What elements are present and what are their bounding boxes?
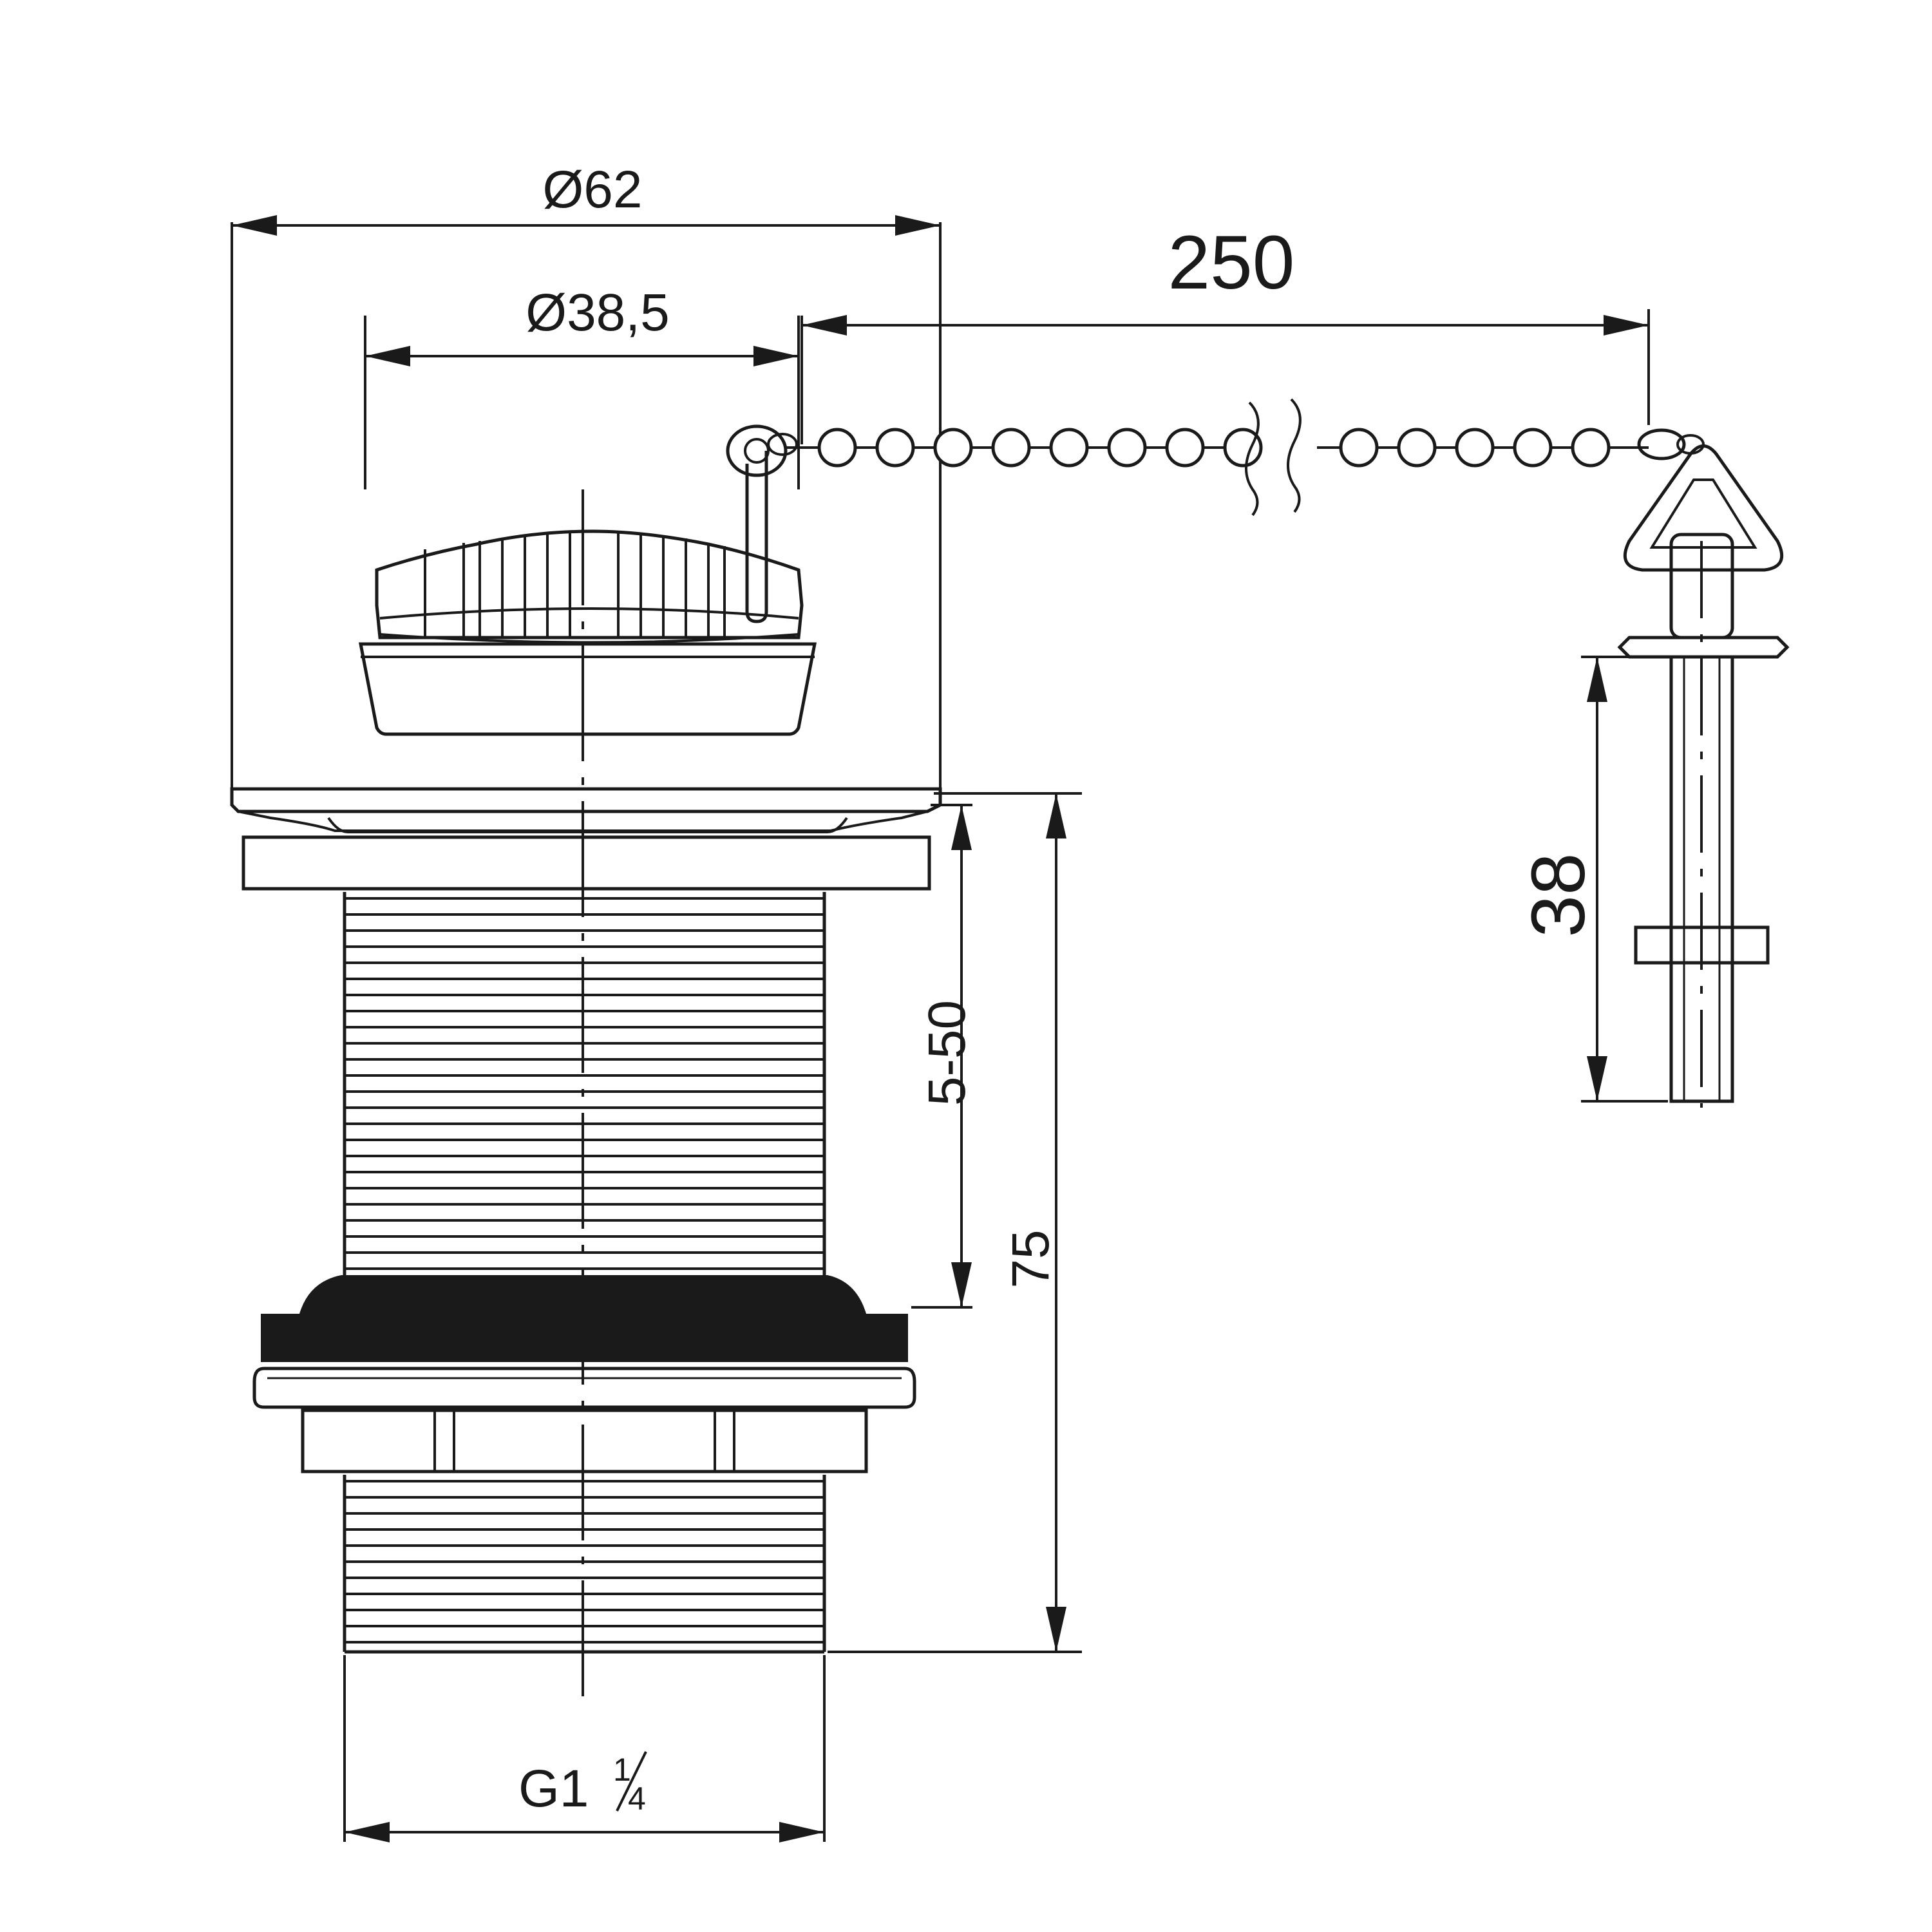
thread-size-label: G1 (518, 1759, 589, 1818)
plug-chain-hook (745, 451, 768, 623)
overflow-stud (1617, 444, 1790, 1108)
thread-denominator: 4 (628, 1781, 646, 1817)
dimension-thread-size: G1 1 4 (343, 1655, 826, 1842)
chain-ball (875, 428, 915, 468)
chain-ball (1455, 428, 1495, 468)
outer-diameter-label: Ø62 (543, 160, 643, 219)
dimension-stud-length: 38 (1516, 656, 1668, 1103)
rubber-washer (261, 1275, 908, 1362)
dimension-plug-diameter: Ø38,5 (364, 283, 800, 489)
chain-ball (1049, 428, 1089, 468)
dimension-chain-length: 250 (800, 220, 1650, 444)
dimension-body-height: 75 (828, 792, 1082, 1653)
lower-thread (345, 1480, 824, 1643)
chain-ball (817, 428, 857, 468)
dimension-outer-diameter: Ø62 (231, 160, 942, 802)
thread-fraction-bar (616, 1751, 647, 1812)
body-height-label: 75 (1001, 1229, 1060, 1288)
plug-diameter-label: Ø38,5 (526, 283, 669, 342)
ball-chain (726, 398, 1705, 623)
chain-ball (1223, 428, 1263, 468)
chain-ball (1513, 428, 1553, 468)
plug-stopper (358, 529, 817, 736)
chain-ball (1339, 428, 1379, 468)
clamp-range-label: 5-50 (918, 1000, 976, 1106)
chain-ball (1107, 428, 1147, 468)
thread-numerator: 1 (613, 1752, 631, 1788)
dimension-clamp-range: 5-50 (911, 804, 976, 1309)
chain-break-mark-right (1287, 398, 1302, 513)
upper-thread (345, 897, 824, 1270)
chain-ball (1397, 428, 1437, 468)
waste-body (230, 489, 942, 1707)
chain-length-label: 250 (1168, 220, 1295, 305)
thread-main: G1 (518, 1759, 589, 1818)
chain-ball (1165, 428, 1205, 468)
stud-length-label: 38 (1516, 853, 1601, 937)
chain-ball (1571, 428, 1611, 468)
chain-ball (933, 428, 973, 468)
chain-break-mark-left (1245, 401, 1260, 516)
chain-ball (991, 428, 1031, 468)
